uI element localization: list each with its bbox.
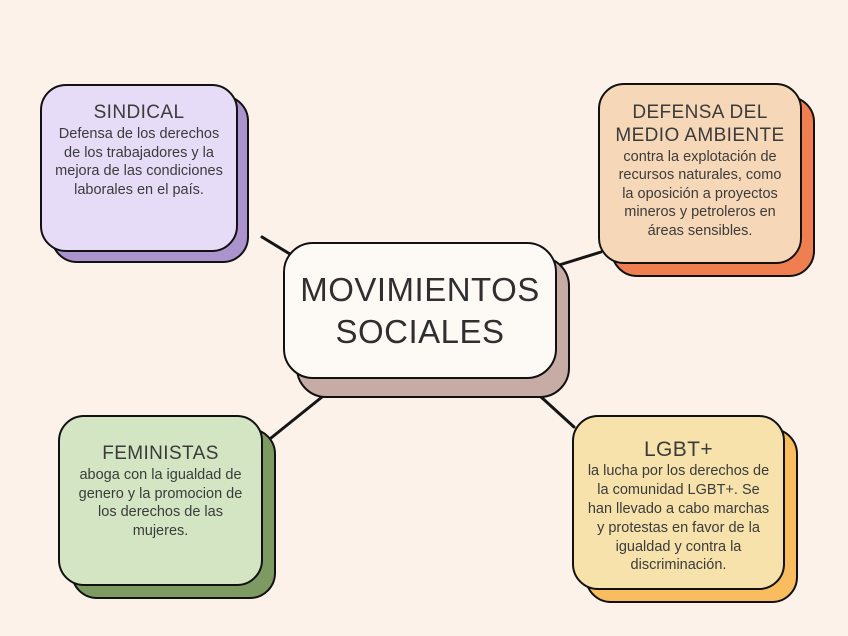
node-lgbt-content: LGBT+ la lucha por los derechos de la co… <box>574 417 783 581</box>
node-medio-ambiente-title: DEFENSA DEL MEDIO AMBIENTE <box>615 102 785 146</box>
node-lgbt[interactable]: LGBT+ la lucha por los derechos de la co… <box>572 415 785 590</box>
node-medio-ambiente-body: contra la explotación de recursos natura… <box>618 148 782 239</box>
node-feministas-content: FEMINISTAS aboga con la igualdad de gene… <box>60 417 261 547</box>
node-feministas[interactable]: FEMINISTAS aboga con la igualdad de gene… <box>58 415 263 586</box>
node-medio-ambiente-content: DEFENSA DEL MEDIO AMBIENTE contra la exp… <box>600 85 800 240</box>
node-sindical-body: Defensa de los derechos de los trabajado… <box>55 125 223 199</box>
node-sindical-content: SINDICAL Defensa de los derechos de los … <box>42 86 236 206</box>
node-feministas-body: aboga con la igualdad de genero y la pro… <box>78 466 243 540</box>
node-feministas-title: FEMINISTAS <box>102 443 219 464</box>
node-sindical-title: SINDICAL <box>93 102 185 123</box>
connector-line-lgbt <box>538 394 576 429</box>
connector-line-ambiente <box>554 250 603 268</box>
node-lgbt-title: LGBT+ <box>643 438 714 461</box>
node-center-movimientos-sociales[interactable]: MOVIMIENTOS SOCIALES <box>283 242 557 379</box>
center-node-title: MOVIMIENTOS SOCIALES <box>300 271 540 350</box>
connector-line-feministas <box>269 395 324 440</box>
node-medio-ambiente[interactable]: DEFENSA DEL MEDIO AMBIENTE contra la exp… <box>598 83 802 264</box>
node-sindical[interactable]: SINDICAL Defensa de los derechos de los … <box>40 84 238 252</box>
node-lgbt-body: la lucha por los derechos de la comunida… <box>587 463 770 574</box>
